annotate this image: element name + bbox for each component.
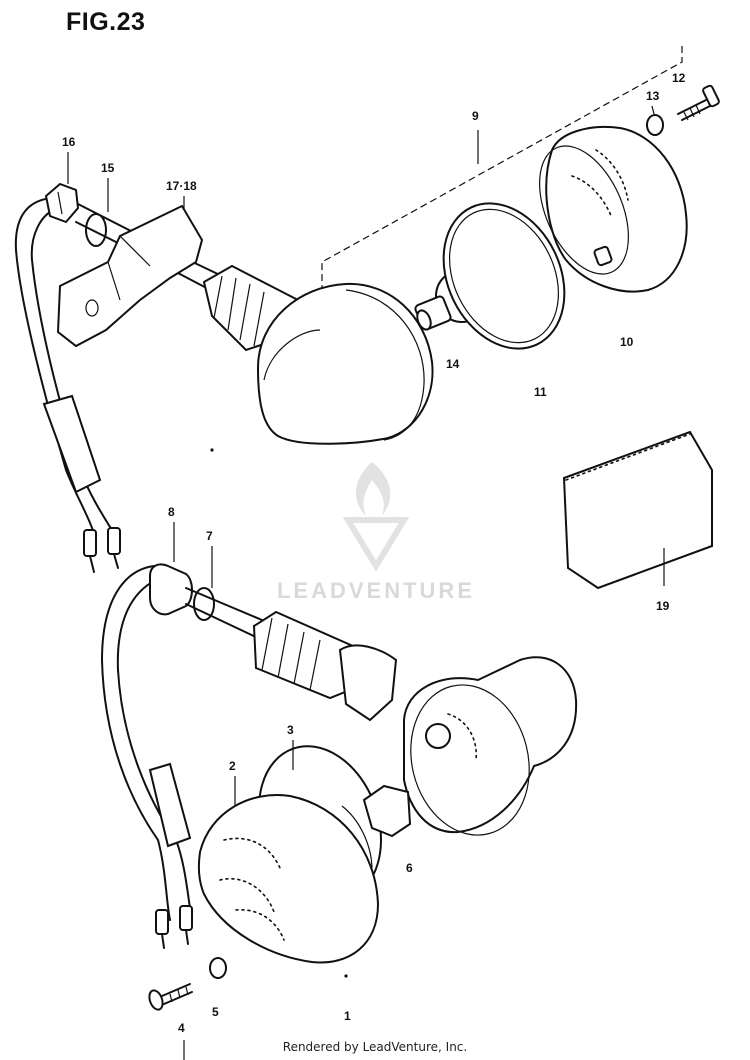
callout-14: 14 xyxy=(446,357,460,371)
wire-sleeve xyxy=(42,394,102,494)
footer-credit: Rendered by LeadVenture, Inc. xyxy=(282,1040,468,1054)
group-boundary-9 xyxy=(321,46,683,288)
lens-10 xyxy=(539,126,688,293)
callout-1: 1 xyxy=(344,1009,351,1023)
screw-12 xyxy=(677,84,720,121)
callout-16: 16 xyxy=(62,135,76,149)
callout-4: 4 xyxy=(178,1021,185,1035)
figure-title: FIG.23 xyxy=(66,8,146,36)
callout-13: 13 xyxy=(646,89,660,103)
upper-terminals xyxy=(83,527,121,573)
lens-2 xyxy=(197,794,380,964)
callout-19: 19 xyxy=(656,599,670,613)
callout-leaders xyxy=(67,105,655,806)
relay-19 xyxy=(562,430,713,590)
washer-13 xyxy=(646,114,664,136)
washer-5 xyxy=(209,957,227,979)
callout-labels: 1 2 3 4 5 6 7 8 9 10 11 12 13 14 15 16 1… xyxy=(62,71,686,1035)
washer-7 xyxy=(193,587,215,621)
lower-stem xyxy=(185,587,263,639)
callout-15: 15 xyxy=(101,161,115,175)
callout-17-18: 17·18 xyxy=(166,179,197,193)
lower-wire-harness xyxy=(101,565,171,921)
leadventure-watermark: LEADVENTURE xyxy=(277,462,475,603)
lower-stem-thread xyxy=(252,610,364,700)
callout-7: 7 xyxy=(206,529,213,543)
screw-4 xyxy=(148,983,193,1060)
upper-wire-harness xyxy=(14,197,97,541)
callout-3: 3 xyxy=(287,723,294,737)
callout-12: 12 xyxy=(672,71,686,85)
lower-terminals xyxy=(155,905,193,949)
bracket-17-18 xyxy=(56,204,204,348)
watermark-text: LEADVENTURE xyxy=(277,578,475,603)
nut-16 xyxy=(44,182,80,224)
washer-15 xyxy=(85,213,107,247)
gasket-11 xyxy=(442,202,566,350)
callout-9: 9 xyxy=(472,109,479,123)
upper-housing xyxy=(256,282,434,445)
lower-wire-sleeve xyxy=(148,762,192,848)
callout-8: 8 xyxy=(168,505,175,519)
bulb-6 xyxy=(362,784,412,838)
grommet-8 xyxy=(149,563,193,616)
callout-10: 10 xyxy=(620,335,634,349)
lower-stem-neck xyxy=(338,644,398,722)
callout-11: 11 xyxy=(534,385,547,399)
callout-2: 2 xyxy=(229,759,236,773)
callout-6: 6 xyxy=(406,861,413,875)
callout-5: 5 xyxy=(212,1005,219,1019)
lower-housing xyxy=(403,656,578,836)
